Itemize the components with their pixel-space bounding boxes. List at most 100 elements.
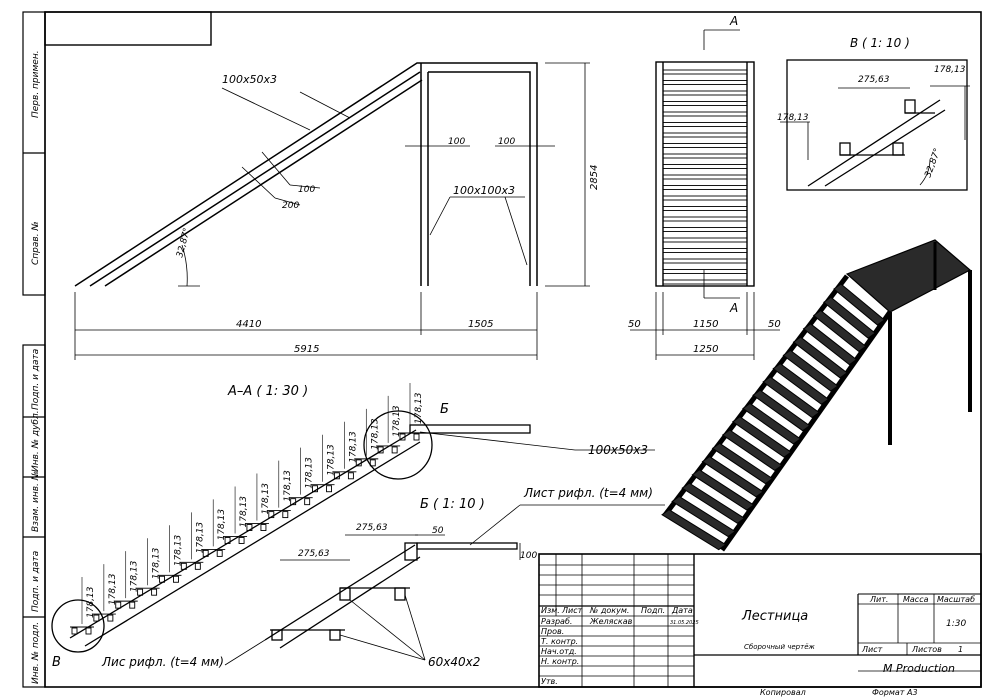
dim-profile-60: 60x40x2	[428, 655, 480, 669]
step-bracket	[399, 433, 406, 441]
step-bracket	[194, 562, 201, 570]
iso-tread	[833, 283, 886, 326]
step-dim-label: 178,13	[108, 573, 118, 605]
dim-angle: 32,87°	[175, 227, 192, 259]
front-rung	[662, 248, 748, 253]
front-rung	[662, 143, 748, 148]
front-rung	[662, 164, 748, 169]
dim-1150: 1150	[693, 319, 718, 330]
step-dim-label: 178,13	[327, 444, 337, 476]
callout-b: Б	[440, 402, 449, 417]
detail-v-178-top: 178,13	[934, 65, 966, 75]
step-dim-label: 178,13	[348, 431, 358, 463]
tb-row: Пров.	[541, 627, 564, 636]
iso-tread	[822, 296, 876, 339]
dim-50-right: 50	[768, 319, 781, 330]
iso-tread	[691, 469, 755, 511]
front-rung	[662, 216, 748, 222]
front-rung	[662, 101, 748, 106]
step-dim-label: 178,13	[217, 509, 227, 541]
step-dim-label: 178,13	[370, 418, 380, 450]
cut-label-top: А	[729, 14, 738, 28]
tb-org: M Production	[883, 662, 955, 675]
strip-label: Подп. и дата	[31, 551, 41, 612]
tb-row: Т. контр.	[541, 637, 578, 646]
step-bracket	[216, 549, 223, 557]
step-bracket	[224, 537, 231, 544]
tb-copied: Копировал	[760, 688, 806, 697]
isometric-view	[661, 239, 972, 552]
tb-row: Разраб.	[541, 617, 572, 626]
tb-col-list: Лист	[561, 606, 583, 615]
step-bracket	[290, 498, 297, 506]
tb-scale-label: Масштаб	[937, 595, 975, 604]
iso-tread	[812, 309, 867, 353]
tb-row: Н. контр.	[541, 657, 579, 666]
step-bracket	[333, 472, 340, 480]
strip-label: Взам. инв. №	[31, 471, 41, 532]
step-dim-label: 178,13	[239, 496, 249, 528]
step-bracket	[93, 614, 100, 622]
iso-tread	[752, 389, 811, 432]
step-bracket	[304, 498, 311, 506]
cut-label-bottom: А	[729, 301, 738, 315]
strip-label: Подп. и дата	[31, 349, 41, 410]
callout-v: В	[52, 655, 61, 670]
step-dim-label: 178,13	[86, 586, 96, 618]
front-rung	[662, 69, 748, 75]
front-rung	[662, 237, 748, 243]
tb-col-data: Дата	[671, 606, 693, 615]
step-bracket	[151, 588, 158, 596]
iso-tread	[792, 336, 848, 379]
step-bracket	[238, 537, 245, 544]
front-rung	[662, 174, 748, 180]
iso-tread	[661, 509, 727, 551]
front-rung	[662, 122, 748, 127]
dim-100-inner-right: 100	[498, 137, 515, 147]
step-bracket	[260, 524, 267, 531]
front-rung	[662, 269, 748, 274]
iso-tread	[701, 455, 764, 498]
step-bracket	[107, 614, 114, 622]
step-bracket	[369, 459, 376, 467]
step-dim-label: 178,13	[152, 547, 162, 579]
front-rung	[662, 90, 748, 96]
dim-length-4410: 4410	[236, 319, 261, 330]
step-bracket	[413, 433, 420, 441]
section-steps	[70, 432, 422, 635]
step-dim-label: 178,13	[195, 522, 205, 554]
dim-100-inner-left: 100	[448, 137, 465, 147]
dim-sheet-note: Лист рифл. (t=4 мм)	[523, 486, 653, 500]
front-rung	[662, 206, 748, 211]
front-rung	[662, 258, 748, 264]
dim-height-2854: 2854	[589, 165, 600, 190]
tb-scale: 1:30	[946, 619, 966, 629]
tb-sheets: 1	[958, 645, 963, 654]
top-left-stamp	[44, 11, 212, 46]
strip-label: Справ. №	[31, 221, 41, 265]
dim-length-5915: 5915	[294, 344, 319, 355]
detail-b-275-bottom: 275,63	[298, 549, 330, 559]
dim-sheet-note-2: Лис рифл. (t=4 мм)	[101, 655, 224, 669]
tb-lit: Лит.	[869, 595, 888, 604]
dim-100: 100	[298, 185, 315, 195]
step-bracket	[202, 549, 209, 557]
title-block	[538, 553, 982, 688]
step-bracket	[268, 511, 275, 519]
tb-developer: Желяскав	[589, 617, 633, 626]
iso-tread	[711, 442, 774, 485]
detail-b-title: Б ( 1: 10 )	[420, 497, 485, 512]
detail-b-50: 50	[432, 526, 444, 536]
step-dim-label: 178,13	[130, 560, 140, 592]
step-dim-label: 178,13	[305, 457, 315, 489]
front-rung	[662, 279, 748, 285]
detail-v	[786, 59, 968, 191]
step-bracket	[282, 511, 289, 519]
step-dim-label: 178,13	[283, 470, 293, 502]
step-bracket	[137, 588, 144, 596]
step-bracket	[246, 524, 253, 531]
side-elevation	[74, 62, 538, 287]
tb-col-ndoc: № докум.	[589, 606, 629, 615]
step-dim-label: 178,13	[261, 483, 271, 515]
iso-tread	[742, 402, 802, 445]
